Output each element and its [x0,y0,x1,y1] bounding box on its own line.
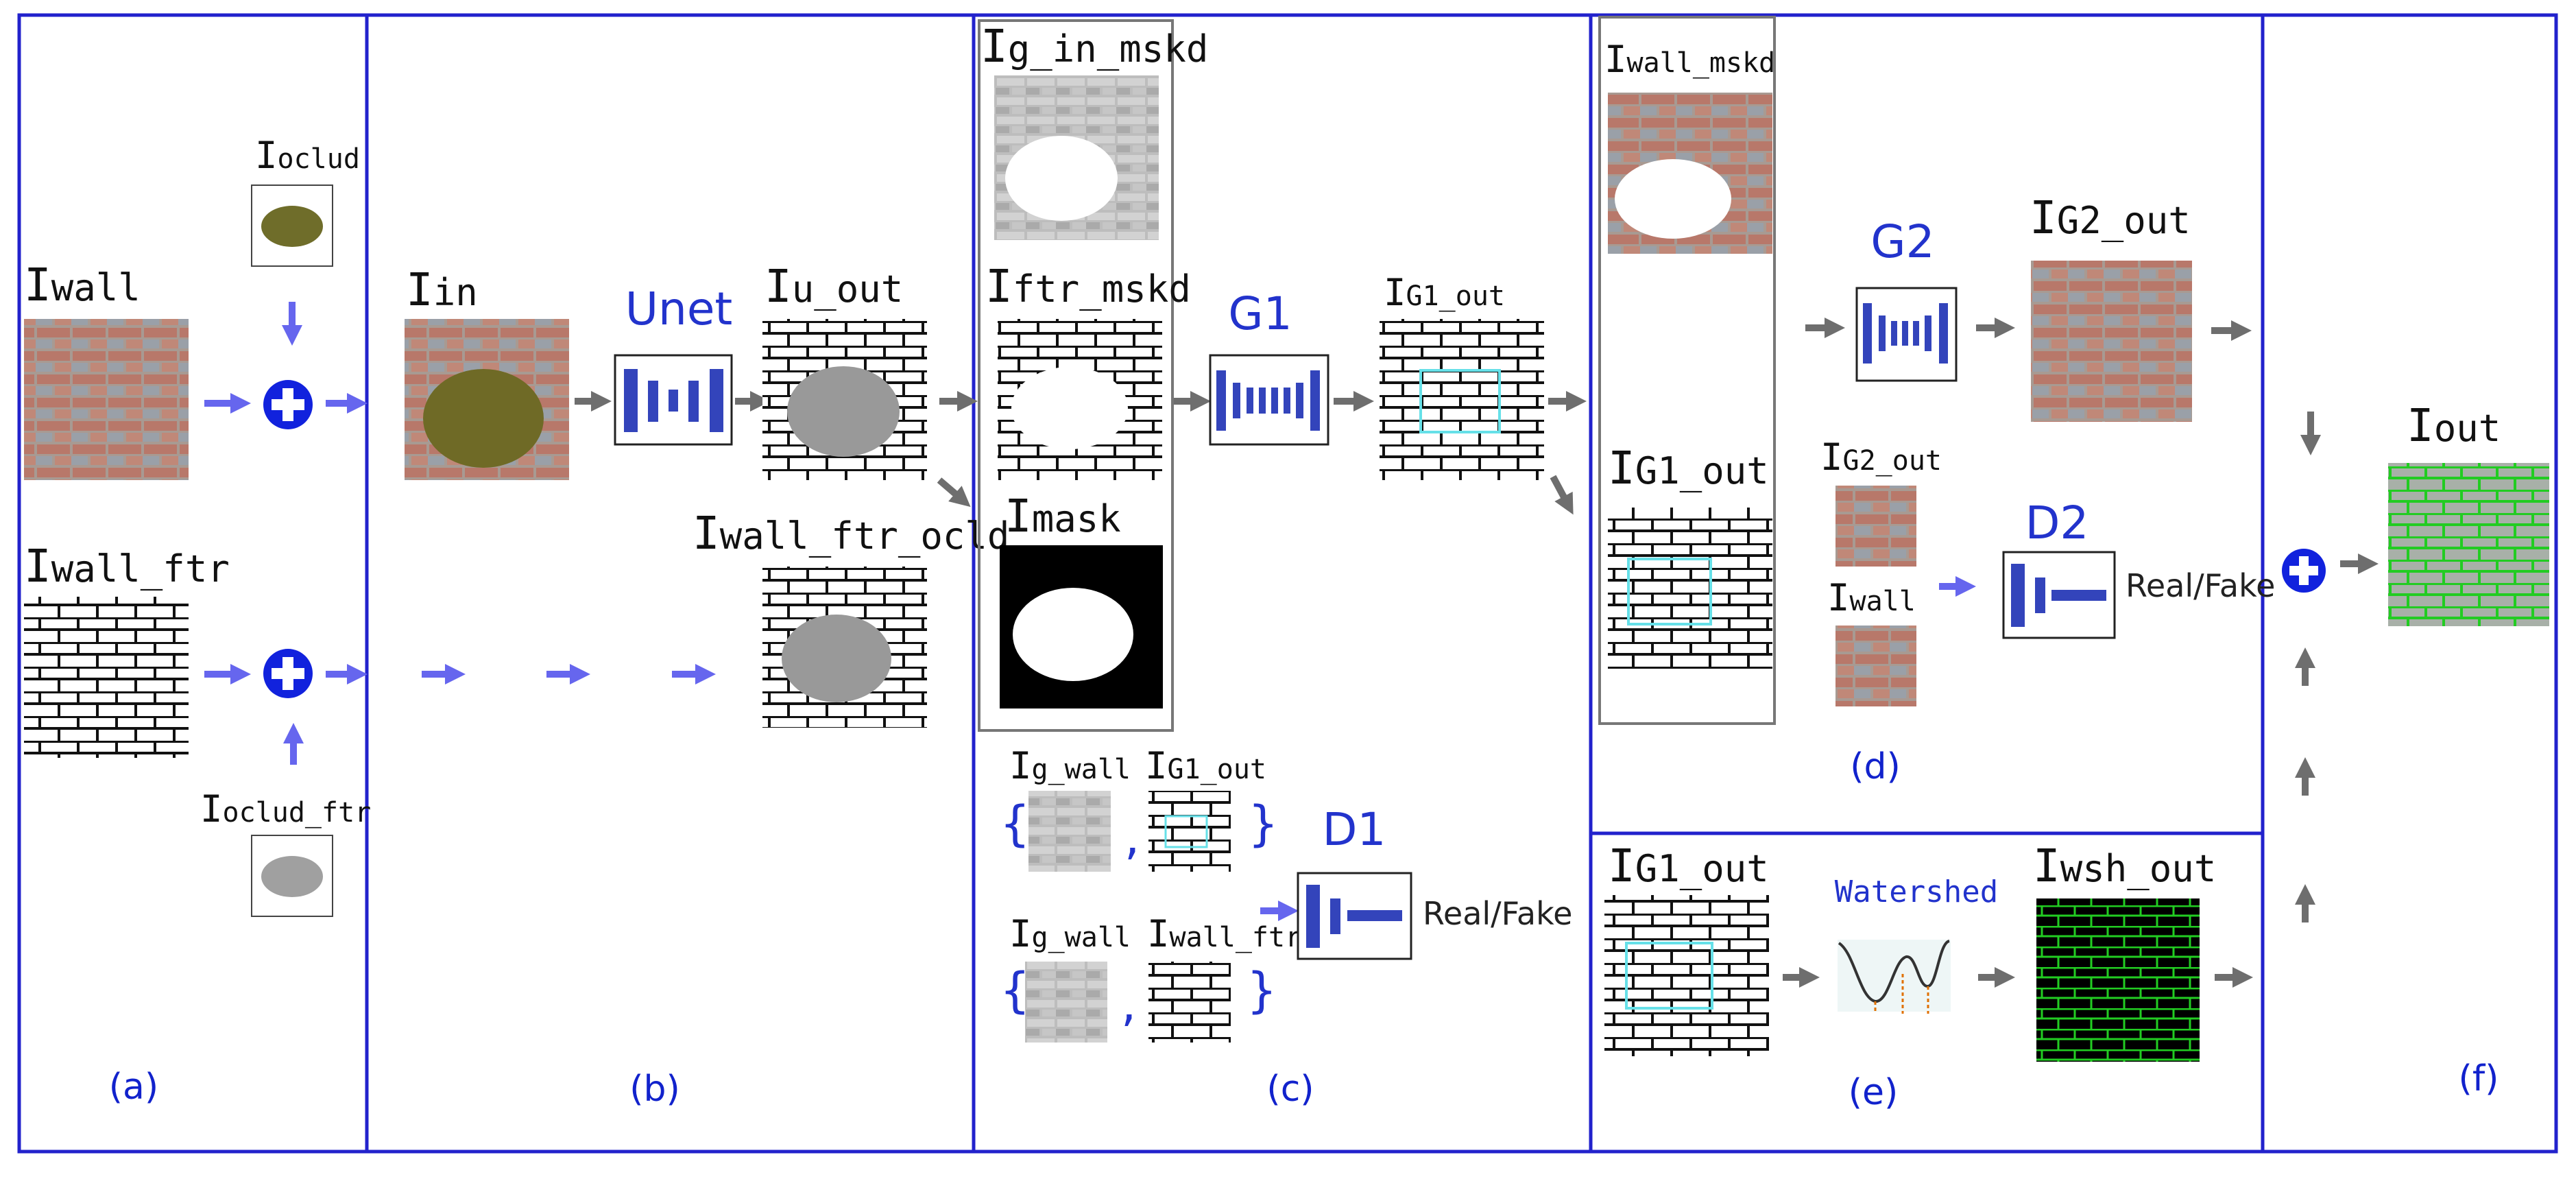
plus-icon-f [2282,549,2326,593]
net-label-g1: G1 [1228,287,1292,340]
label-I-wall-ftr-c: Iwall_ftr [1147,912,1301,955]
method-watershed: Watershed [1835,874,1998,909]
label-I-wall-d: Iwall [1827,576,1916,619]
image-out [2388,463,2549,626]
image-G1-out [1380,319,1544,480]
group-box-c [978,19,1174,732]
disc-label-d2: D2 [2025,497,2089,549]
panel-f: Iout (f) [2282,399,2549,1099]
panel-e: IG1_out Watershed Iwsh_out (e) [1604,839,2253,1113]
brace-open-1: { [1000,796,1031,852]
image-G1-out-e [1604,895,1769,1056]
label-I-wsh-out: Iwsh_out [2033,839,2216,892]
label-I-g-wall-2: Ig_wall [1009,912,1131,955]
label-I-G2-out: IG2_out [2030,191,2191,244]
net-label-unet: Unet [625,283,733,335]
label-I-G1-out-small: IG1_out [1145,744,1266,787]
panel-borders [17,13,2558,1154]
disc-label-d1: D1 [1323,803,1386,856]
label-I-g-in-mskd: Ig_in_mskd [980,20,1208,73]
label-I-wall-mskd: Iwall_mskd [1604,38,1775,81]
label-I-G2-out-small: IG2_out [1820,436,1942,479]
panel-label-c: (c) [1266,1069,1314,1110]
label-I-g-wall-1: Ig_wall [1009,744,1131,787]
brace-close-2: } [1247,962,1277,1019]
image-g-wall-2 [1025,962,1107,1043]
arrow-g1out-down [1550,475,1574,515]
brace-close-1: } [1248,796,1279,852]
label-I-wall-ftr: Iwall_ftr [24,540,230,593]
unet-block [614,354,733,446]
plus-icon-bottom [263,649,313,698]
label-I-G1-out: IG1_out [1384,271,1505,314]
image-G2-out-small [1835,486,1916,567]
image-G1-out-small-fill [1164,815,1208,848]
label-I-oclud: Ioclud [255,134,360,177]
image-G1-out-d-fill [1627,558,1712,626]
d2-block [2002,551,2116,639]
image-ftr-mskd-hole [1011,367,1128,449]
panel-label-b: (b) [629,1069,680,1110]
image-oclud [261,206,323,247]
d2-output: Real/Fake [2126,567,2275,604]
group-box-d [1598,16,1776,725]
image-wall-ftr [24,597,189,758]
panel-d: Iwall_mskd IG1_out G2 IG2_out IG2_out Iw… [1598,16,2275,787]
label-I-G1-out-e: IG1_out [1608,839,1769,892]
label-I-ftr-mskd: Iftr_mskd [985,260,1191,313]
label-I-out: Iout [2407,399,2501,452]
label-I-oclud-ftr: Ioclud_ftr [200,787,371,831]
image-wall [24,319,189,480]
label-I-wall: Iwall [24,259,141,311]
panel-label-a: (a) [109,1067,158,1108]
d1-block [1297,872,1412,960]
panel-label-f: (f) [2459,1058,2499,1099]
watershed-icon [1838,940,1951,1014]
g1-block [1209,354,1329,446]
panel-b: Iin Unet Iu_out Iwall_ftr_ocld (b) [405,260,1009,1110]
panel-a: Iwall Ioclud Iwall_ftr Ioclud_ftr (a) [24,134,371,1108]
d1-output: Real/Fake [1423,895,1572,932]
image-wall-ftr-ocld-occluder [782,615,891,702]
image-mask-shape [1013,588,1133,681]
image-G2-out [2031,261,2192,422]
image-G1-out-d [1608,508,1772,669]
net-label-g2: G2 [1870,215,1934,268]
image-G1-out-small [1148,791,1231,872]
label-I-in: Iin [406,263,478,316]
plus-icon-top [263,380,313,429]
image-wall-ftr-small [1148,962,1231,1043]
label-I-u-out: Iu_out [765,260,903,313]
g2-block [1855,287,1958,382]
image-wsh-out [2036,898,2200,1062]
label-I-mask: Imask [1004,490,1121,543]
label-I-G1-out-d: IG1_out [1608,442,1769,495]
image-g-wall-1 [1028,791,1111,872]
panel-label-d: (d) [1850,746,1901,787]
image-wall-small [1835,626,1916,706]
image-oclud-ftr [261,856,323,897]
image-wall-mskd-hole [1615,159,1731,239]
image-g-in-mskd-hole [1005,136,1118,221]
panel-c: Ig_in_mskd Iftr_mskd Imask G1 IG1_out Ig… [978,19,1587,1110]
outer-frame [17,13,2558,1154]
comma-2: , [1121,976,1136,1032]
label-I-wall-ftr-ocld: Iwall_ftr_ocld [693,507,1009,560]
panel-label-e: (e) [1849,1072,1899,1113]
image-G1-out-e-fill [1625,942,1713,1010]
image-G1-out-fill [1419,369,1501,433]
arrow-uout-down [937,477,971,508]
image-in-grass [423,369,544,468]
comma-1: , [1124,809,1140,866]
image-u-out-occluder [787,366,900,457]
